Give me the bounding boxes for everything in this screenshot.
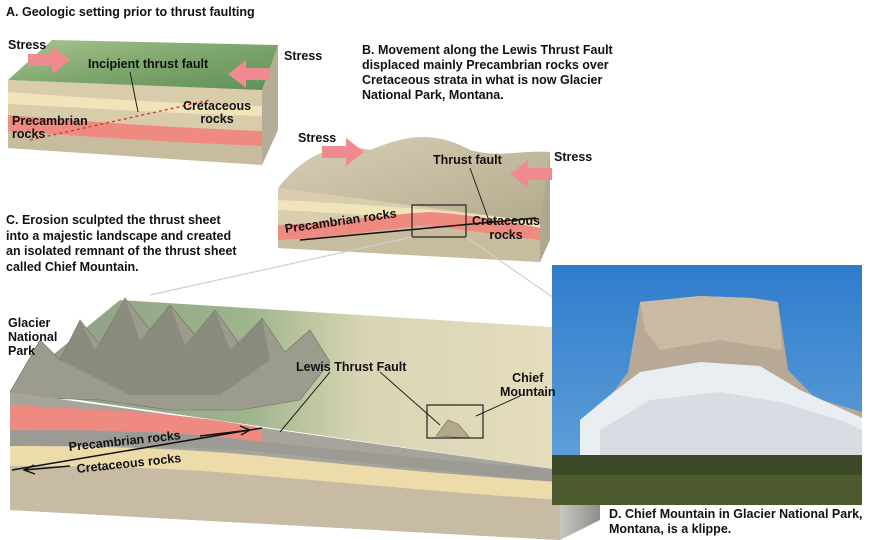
- panel-c-park-label: Glacier National Park: [8, 316, 58, 358]
- panel-b-stress-arrow-left: [322, 138, 364, 166]
- panel-c-fault-leader: [279, 371, 331, 433]
- panel-c-layer-precambrian: [10, 405, 262, 442]
- panel-b-cretaceous-label: Cretaceous rocks: [472, 214, 541, 242]
- panel-b-stress-arrow-right: [510, 160, 552, 188]
- panel-a-side-face: [262, 45, 278, 165]
- panel-a-layer-lower: [8, 131, 262, 165]
- panel-a-stress-left-label: Stress: [8, 38, 47, 52]
- panel-c-caption: C. Erosion sculpted the thrust sheet int…: [6, 213, 237, 274]
- panel-a-precambrian-label: Precambrian rocks: [12, 114, 88, 141]
- panel-a-cretaceous-label: Cretaceous rocks: [183, 99, 252, 126]
- panel-b-caption: B. Movement along the Lewis Thrust Fault…: [362, 43, 613, 102]
- panel-a-layer-precambrian: [8, 115, 262, 146]
- photo-forest: [552, 455, 862, 475]
- panel-c-block: [9, 297, 600, 540]
- panel-b-fault-leader: [469, 167, 489, 219]
- panel-a-stress-arrow-left: [28, 46, 70, 74]
- panel-b-block: [278, 136, 552, 262]
- panel-a-fault-label: Incipient thrust fault: [88, 57, 209, 71]
- panel-c-layer-gray: [10, 430, 560, 482]
- panel-c-mountain-shadow: [60, 298, 270, 395]
- panel-b-stress-right-label: Stress: [554, 150, 593, 164]
- zoom-connector-left: [149, 236, 413, 296]
- photo-snow-shadow: [600, 392, 862, 455]
- panel-c-lewis-fault-line: [11, 427, 263, 471]
- panel-d-photo: [552, 265, 862, 505]
- photo-field: [552, 475, 862, 505]
- panel-a-incipient-fault-line: [29, 99, 211, 141]
- panel-c-layer-lower: [10, 466, 560, 540]
- panel-d-caption: D. Chief Mountain in Glacier National Pa…: [609, 507, 863, 536]
- panel-b-fault-label: Thrust fault: [433, 153, 502, 167]
- photo-rock-shading: [640, 296, 782, 350]
- panel-c-arrow-lower: [22, 464, 71, 475]
- panel-c-mountain-leader: [475, 395, 521, 417]
- panel-c-chief-mountain-shape: [435, 419, 471, 439]
- panel-c-fault-leader-2: [379, 371, 441, 426]
- panel-c-layer-cretaceous: [10, 446, 560, 500]
- panel-b-layer-precambrian: [278, 212, 540, 240]
- panel-c-arrow-upper: [199, 425, 252, 437]
- panel-c-mountain-label: Chief Mountain: [500, 371, 556, 399]
- panel-b-thrust-fault-line: [299, 217, 537, 241]
- panel-a-layer-cream: [8, 92, 262, 116]
- panel-c-fault-label: Lewis Thrust Fault: [296, 360, 407, 374]
- panel-b-stress-left-label: Stress: [298, 131, 337, 145]
- panel-a-caption: A. Geologic setting prior to thrust faul…: [6, 5, 255, 19]
- panel-a-stress-arrow-right: [228, 60, 270, 88]
- panel-a-fault-leader: [129, 71, 139, 113]
- panel-a-surface: [8, 40, 278, 92]
- panel-b-highlight-box: [411, 204, 467, 238]
- panel-c-chief-mountain-box: [426, 404, 484, 439]
- panel-b-layer-lower: [278, 226, 540, 262]
- panel-a-block: [8, 40, 278, 165]
- panel-a-stress-right-label: Stress: [284, 49, 323, 63]
